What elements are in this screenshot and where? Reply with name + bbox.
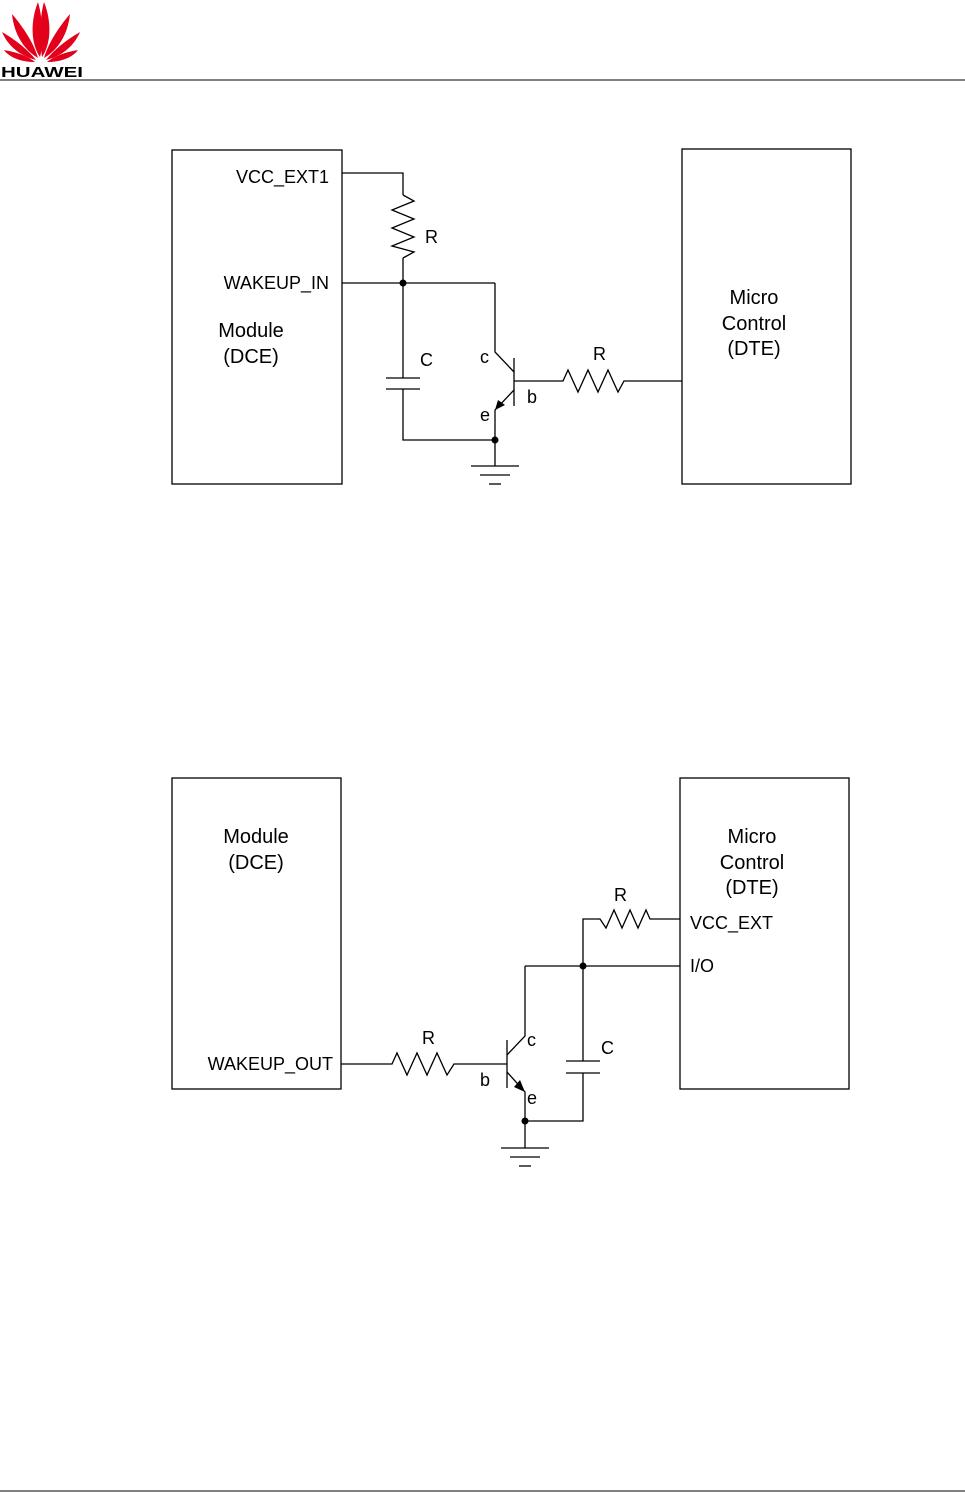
- micro-label: Micro: [730, 287, 779, 309]
- transistor-collector-label: c: [527, 1030, 536, 1050]
- module-dce-box: [171, 777, 342, 1090]
- wire-cap-ground: [402, 389, 495, 441]
- pin-label-wakeup-in: WAKEUP_IN: [224, 273, 329, 294]
- resistor-pullup-label: R: [614, 885, 627, 905]
- module-label: Module: [218, 320, 284, 342]
- transistor-base-label: b: [527, 387, 537, 407]
- pin-label-wakeup-out: WAKEUP_OUT: [208, 1054, 333, 1075]
- ground-icon: [501, 1147, 549, 1167]
- circuit-diagram-wakeup-out: Module (DCE) WAKEUP_OUT Micro Control (D…: [171, 777, 850, 1167]
- transistor-emitter: [494, 389, 515, 440]
- resistor-base-label: R: [593, 344, 606, 364]
- transistor-emitter-label: e: [480, 405, 490, 425]
- micro-sublabel-control: Control: [722, 313, 786, 335]
- ground-icon: [471, 465, 519, 485]
- micro-label: Micro: [728, 826, 777, 848]
- circuit-diagram-wakeup-in: VCC_EXT1 WAKEUP_IN Module (DCE) Micro Co…: [171, 148, 852, 485]
- resistor-pullup: [389, 194, 416, 259]
- micro-control-dte-box: [681, 148, 852, 485]
- module-dce-box: [171, 149, 343, 485]
- transistor-collector-label: c: [480, 347, 489, 367]
- capacitor-label: C: [420, 350, 433, 370]
- transistor-emitter: [506, 1071, 526, 1121]
- huawei-flower-icon: [2, 2, 80, 62]
- module-sublabel: (DCE): [223, 346, 279, 368]
- transistor-base-label: b: [480, 1070, 490, 1090]
- emitter-arrow-icon: [495, 400, 505, 410]
- resistor-pullup-label: R: [425, 227, 438, 247]
- huawei-logo: HUAWEI: [1, 2, 83, 81]
- micro-sublabel-control: Control: [720, 852, 784, 874]
- micro-sublabel-dte: (DTE): [725, 877, 778, 899]
- module-label: Module: [223, 826, 289, 848]
- micro-sublabel-dte: (DTE): [727, 338, 780, 360]
- emitter-arrow-icon: [514, 1080, 525, 1092]
- capacitor-label: C: [601, 1038, 614, 1058]
- wire-cap-ground: [525, 1073, 584, 1122]
- transistor-collector: [506, 966, 526, 1056]
- resistor-base-label: R: [422, 1028, 435, 1048]
- transistor-emitter-label: e: [527, 1088, 537, 1108]
- pin-label-vcc-ext1: VCC_EXT1: [236, 167, 329, 188]
- resistor-pullup: [582, 908, 680, 966]
- huawei-wordmark: HUAWEI: [1, 64, 83, 81]
- module-sublabel: (DCE): [228, 852, 284, 874]
- transistor-collector: [494, 283, 515, 373]
- resistor-base: [514, 368, 682, 394]
- pin-label-io: I/O: [690, 956, 714, 976]
- wire-vcc: [342, 172, 404, 195]
- resistor-base: [341, 1051, 507, 1077]
- pin-label-vcc-ext: VCC_EXT: [690, 913, 773, 934]
- micro-control-dte-box: [679, 777, 850, 1090]
